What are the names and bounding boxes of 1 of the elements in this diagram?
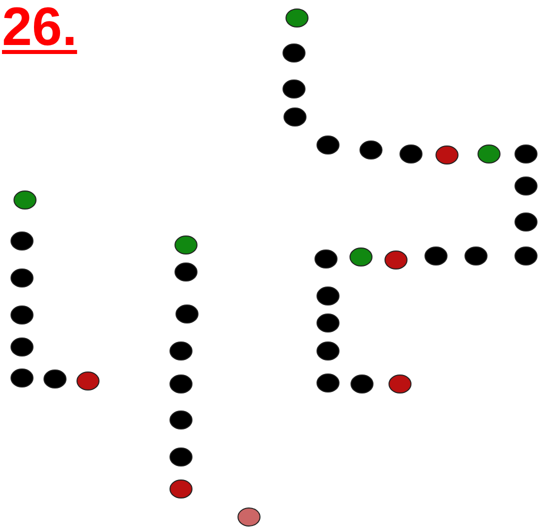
title: 26.	[2, 0, 78, 59]
